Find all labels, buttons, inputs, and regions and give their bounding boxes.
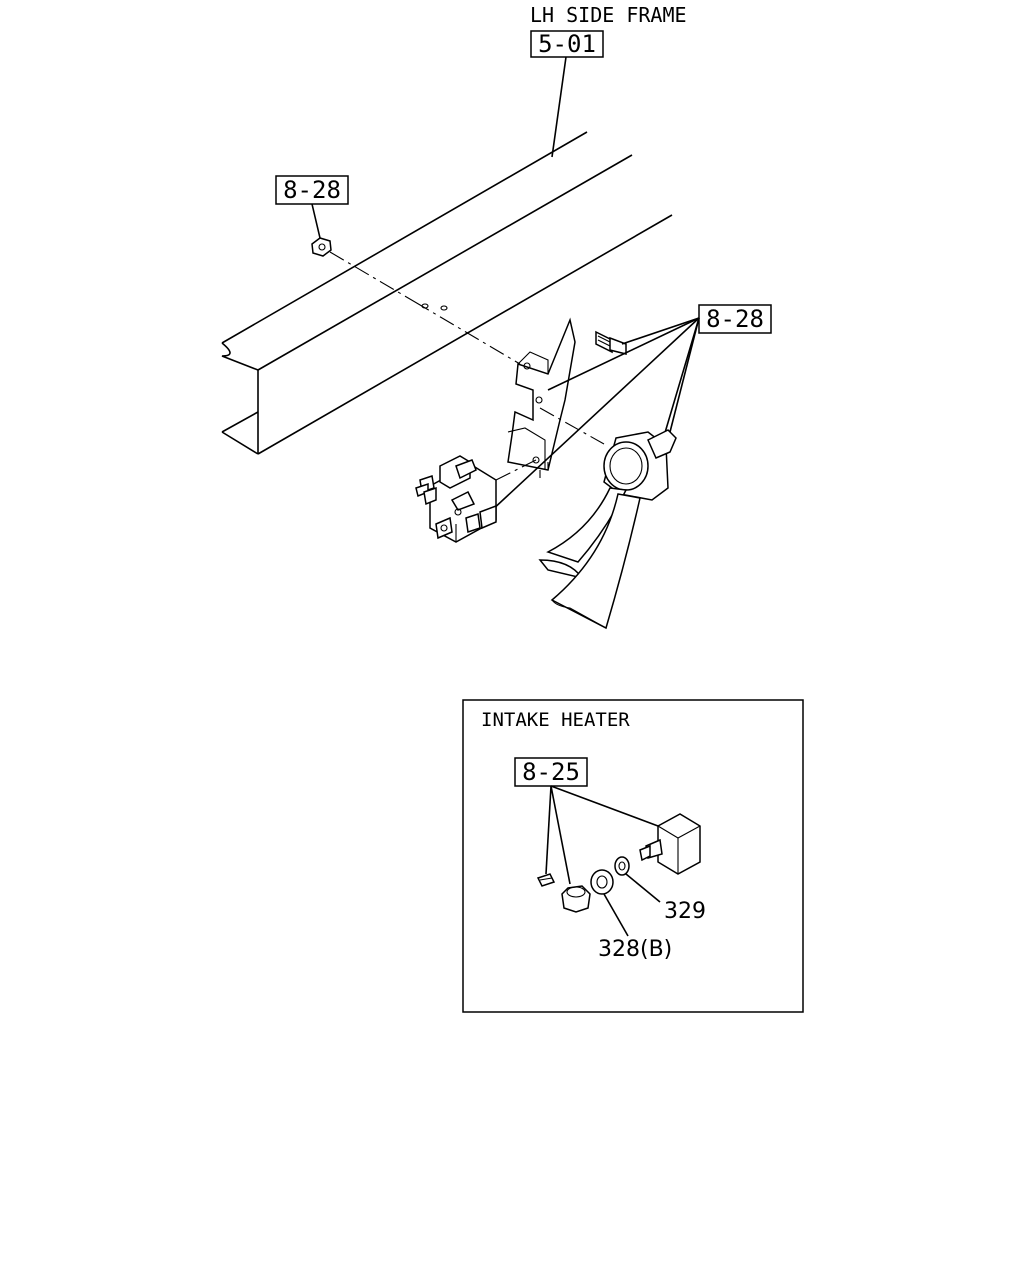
nut-ref-box	[275, 175, 349, 205]
heater-switch-block	[639, 813, 701, 875]
side-frame-beam	[221, 131, 673, 455]
frame-ref-number: 5-01	[538, 30, 596, 58]
nut-328b	[590, 869, 614, 895]
frame-bolt-hole-2	[440, 305, 448, 311]
frame-title-label: LH SIDE FRAME	[530, 3, 687, 27]
washer-329	[614, 856, 630, 876]
horn-centerline	[539, 407, 605, 445]
bracket-leader-lines	[489, 317, 700, 513]
flange-nut	[311, 237, 332, 257]
intake-heater-inset: INTAKE HEATER 8-25 329	[462, 699, 804, 1013]
inset-leader-lines	[545, 785, 659, 885]
frame-ref-box	[530, 30, 604, 58]
nut-328b-leader	[603, 893, 629, 937]
bracket-ref-number: 8-28	[706, 305, 764, 333]
frame-leader-line	[551, 56, 567, 158]
inset-ref-callout[interactable]: 8-25	[514, 757, 588, 787]
inset-ref-box	[514, 757, 588, 787]
frame-bolt-hole	[421, 303, 429, 309]
inset-frame	[462, 699, 804, 1013]
solenoid-valve-assembly	[415, 455, 497, 543]
washer-leader	[625, 873, 661, 903]
mounting-bracket	[507, 317, 576, 478]
part-328b-label: 328(B)	[598, 937, 672, 962]
small-screw	[536, 873, 556, 887]
nut-leader-line	[311, 203, 321, 239]
part-329-label: 329	[664, 899, 706, 924]
bracket-ref-callout[interactable]: 8-28	[698, 304, 772, 334]
inset-title: INTAKE HEATER	[481, 709, 630, 731]
valve-centerline	[495, 459, 537, 481]
nut-ref-number: 8-28	[283, 176, 341, 204]
heater-knob	[561, 885, 591, 913]
air-horn	[538, 429, 677, 630]
inset-ref-number: 8-25	[522, 758, 580, 786]
bracket-bolt	[595, 330, 627, 355]
frame-ref-callout[interactable]: 5-01	[530, 30, 604, 58]
nut-ref-callout[interactable]: 8-28	[275, 175, 349, 205]
nut-centerline	[329, 251, 521, 365]
